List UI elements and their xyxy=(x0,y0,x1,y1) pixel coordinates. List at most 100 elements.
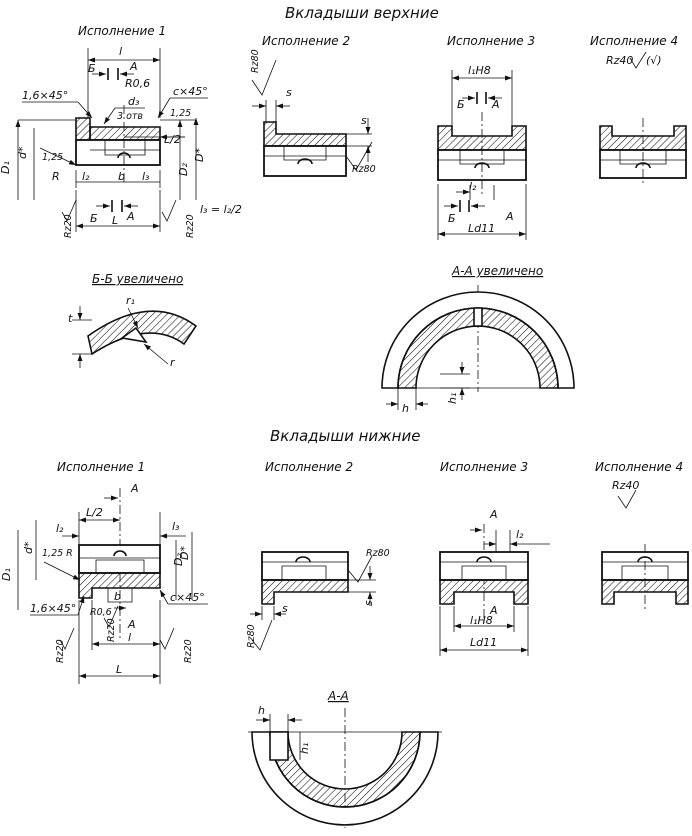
upper-v3-a: A xyxy=(491,98,500,111)
upper-v1-L: L xyxy=(112,214,118,227)
upper-variant-3: Исполнение 3 l₁H8 Б A l₂ Б Ld11 A xyxy=(437,34,535,240)
upper-v3-ld11: Ld11 xyxy=(468,222,495,235)
upper-v3-l1h8: l₁H8 xyxy=(468,64,491,77)
upper-variant-1: Исполнение 1 l Б A R0,6 1,6×45° d₃ 3 отв… xyxy=(0,24,242,238)
lower-v1-l: l xyxy=(128,631,131,644)
upper-v1-d3: d₃ xyxy=(128,95,140,108)
section-bb: Б-Б увеличено t r₁ r xyxy=(68,272,198,369)
lower-v1-b: b xyxy=(114,590,121,603)
upper-v2-title: Исполнение 2 xyxy=(262,34,350,48)
upper-v2-s2: s xyxy=(361,114,367,127)
upper-v1-l2: l₂ xyxy=(82,170,90,183)
aa-up-h: h xyxy=(402,402,409,415)
upper-v2-rz80a: Rz80 xyxy=(250,49,261,73)
upper-v3-a2: A xyxy=(505,210,514,223)
upper-v1-d2: D₂ xyxy=(177,163,190,176)
lower-v1-a: A xyxy=(130,482,139,495)
lower-v1-r06: R0,6 xyxy=(90,607,112,618)
aa-low-h1: h₁ xyxy=(298,743,311,754)
upper-v1-rz20a: Rz20 xyxy=(63,214,74,238)
lower-v3-title: Исполнение 3 xyxy=(440,460,528,474)
lower-v1-title: Исполнение 1 xyxy=(57,460,145,474)
lower-v3-shell xyxy=(439,579,529,605)
upper-v1-d1: D₁ xyxy=(0,161,12,174)
upper-v1-l: l xyxy=(119,45,122,58)
lower-v1-rz20a: Rz20 xyxy=(55,639,66,663)
upper-v1-d125: 1,25 xyxy=(170,108,191,119)
upper-v3-l2: l₂ xyxy=(469,180,477,193)
lower-v1-dstar: d* xyxy=(22,541,35,554)
section-aa-low-title: А-А xyxy=(327,689,349,703)
upper-v1-holes: 3 отв xyxy=(117,111,143,122)
lower-v1-a2: A xyxy=(127,618,136,631)
lower-v1-rz20c: Rz20 xyxy=(183,639,194,663)
lower-v2-shell xyxy=(261,579,349,605)
upper-v2-shell xyxy=(263,121,347,147)
lower-v1-d2: D₂ xyxy=(172,553,185,566)
lower-v1-l2: l₂ xyxy=(56,522,64,535)
upper-v1-cx45: c×45° xyxy=(173,85,208,98)
upper-variant-4: Исполнение 4 Rz40 (√) xyxy=(590,34,687,186)
section-aa-up-title: А-А увеличено xyxy=(451,264,543,278)
upper-v4-title: Исполнение 4 xyxy=(590,34,678,48)
upper-v1-cham16: 1,6×45° xyxy=(22,89,68,102)
heading-upper-liners: Вкладыши верхние xyxy=(285,4,439,22)
lower-v1-dbig: D* xyxy=(178,546,191,560)
lower-v3-a2: A xyxy=(489,604,498,617)
lower-v1-shell xyxy=(78,572,161,599)
upper-v1-r125: 1,25 xyxy=(42,152,63,163)
lower-v1-d1: D₁ xyxy=(0,568,13,581)
lower-v2-rz80b: Rz80 xyxy=(366,548,390,559)
upper-v2-rz80b: Rz80 xyxy=(352,164,376,175)
section-aa-lower: А-А h h₁ xyxy=(248,689,442,828)
upper-v1-r: R xyxy=(52,170,60,183)
upper-v1-l3: l₃ xyxy=(142,170,150,183)
upper-v1-dstar: d* xyxy=(16,146,29,159)
lower-v1-back xyxy=(78,544,161,574)
upper-v1-a2: A xyxy=(126,210,135,223)
aa-up-h1: h₁ xyxy=(446,393,459,404)
lower-v1-L: L xyxy=(116,663,122,676)
upper-v3-b: Б xyxy=(457,98,465,111)
lower-v1-rz20b: Rz20 xyxy=(106,618,117,642)
section-bb-r: r xyxy=(170,356,176,369)
upper-v1-b: Б xyxy=(88,62,96,75)
upper-v1-rz20b: Rz20 xyxy=(185,214,196,238)
aa-low-h: h xyxy=(258,704,265,717)
upper-v1-title: Исполнение 1 xyxy=(78,24,166,38)
upper-v1-formula: l₃ = l₂/2 xyxy=(200,203,242,216)
section-bb-title: Б-Б увеличено xyxy=(92,272,183,286)
lower-v3-ld11: Ld11 xyxy=(470,636,497,649)
section-bb-r1: r₁ xyxy=(126,294,135,307)
upper-v1-shell xyxy=(89,126,161,141)
upper-variant-2: Исполнение 2 Rz80 s s Rz80 xyxy=(250,34,376,177)
upper-v3-title: Исполнение 3 xyxy=(447,34,535,48)
upper-v1-l2-half: L/2 xyxy=(164,133,181,146)
lower-v1-l3: l₃ xyxy=(172,520,180,533)
lower-v4-title: Исполнение 4 xyxy=(595,460,683,474)
lower-v1-cx45: c×45° xyxy=(170,591,205,604)
lower-v4-rz: Rz40 xyxy=(612,479,639,492)
lower-v3-a: A xyxy=(489,508,498,521)
lower-v1-l2-half: L/2 xyxy=(86,506,103,519)
upper-v4-rz: Rz40 xyxy=(606,54,633,67)
lower-variant-3: Исполнение 3 A l₂ A l₁H8 Ld11 xyxy=(439,460,550,656)
upper-v1-r06: R0,6 xyxy=(125,77,150,90)
aa-up-ring xyxy=(397,307,559,389)
lower-v2-s1: s xyxy=(282,602,288,615)
lower-v1-r125: 1,25 R xyxy=(42,548,73,559)
lower-v2-title: Исполнение 2 xyxy=(265,460,353,474)
section-bb-t: t xyxy=(68,312,73,325)
upper-v3-b2: Б xyxy=(448,212,456,225)
lower-v3-l2: l₂ xyxy=(516,528,524,541)
upper-v1-back xyxy=(75,139,161,166)
lower-v1-cham16: 1,6×45° xyxy=(30,602,76,615)
section-bb-arc xyxy=(87,310,198,356)
upper-v1-flange xyxy=(75,117,91,141)
lower-variant-4: Исполнение 4 Rz40 xyxy=(595,460,689,612)
upper-v1-b2: Б xyxy=(90,212,98,225)
upper-v1-a: A xyxy=(129,60,138,73)
lower-variant-2: Исполнение 2 s Rz80 s Rz80 xyxy=(246,460,390,651)
lower-v2-s2: s xyxy=(362,600,375,606)
